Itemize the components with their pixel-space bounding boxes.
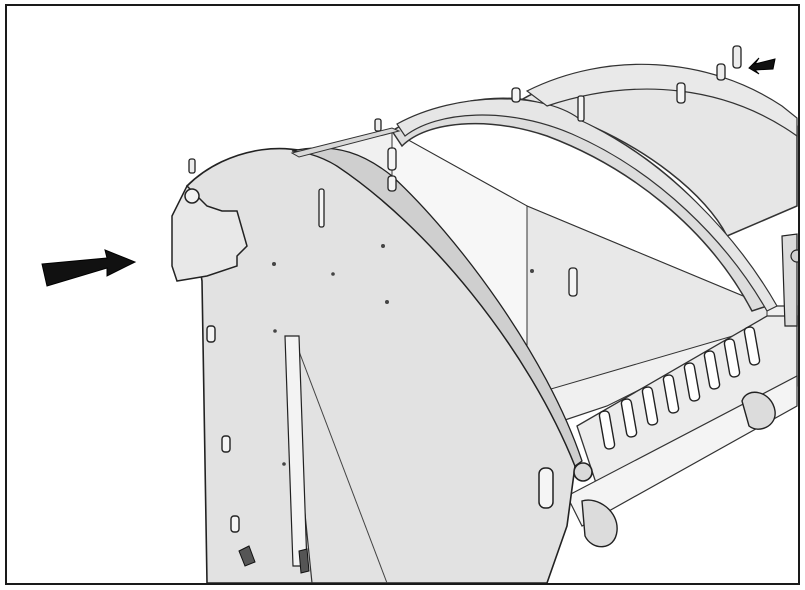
front-arch-edge [291, 147, 583, 468]
front-panel-clip [238, 545, 256, 567]
front-panel-holes [272, 244, 534, 466]
joint-slot [538, 467, 554, 509]
side-tab-panel [171, 184, 248, 282]
right-peg [741, 391, 776, 430]
arch-top-knobs [188, 45, 742, 174]
front-bar-slots [598, 326, 761, 450]
left-insert-arrow-icon [41, 249, 137, 287]
right-end-knob [790, 249, 798, 263]
middle-wall-slots [318, 82, 686, 297]
lower-front-bar [566, 375, 798, 527]
front-brace-line-2 [296, 345, 388, 583]
rear-top-edge [290, 127, 401, 158]
side-tab-peg [184, 188, 200, 204]
right-end-cap [781, 233, 798, 327]
front-peg [581, 499, 618, 548]
illustration-frame [5, 4, 800, 585]
assembly-drawing [41, 45, 798, 583]
front-panel-slots [206, 325, 240, 533]
joint-bolt [573, 462, 593, 482]
top-right-insert-arrow-icon [748, 57, 776, 75]
far-arch-rim [525, 63, 798, 138]
front-panel-clip-2 [298, 548, 310, 574]
